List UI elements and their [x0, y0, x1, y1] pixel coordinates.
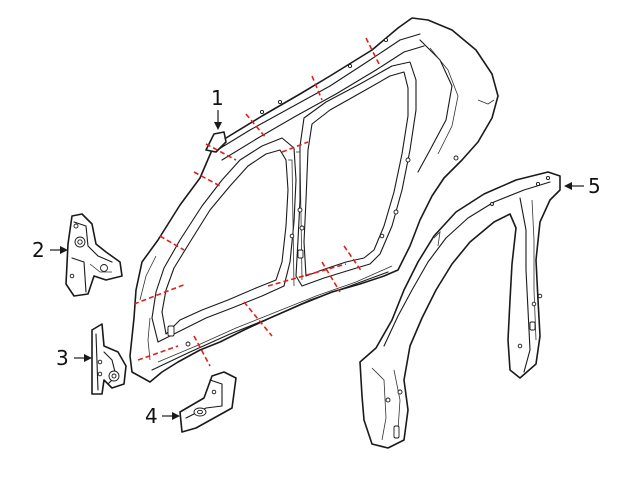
- cut-line: [245, 113, 267, 139]
- arrow-head-5: [564, 182, 572, 190]
- cut-line: [133, 283, 187, 305]
- cut-line: [311, 75, 323, 101]
- lower-bracket: [179, 371, 237, 433]
- callout-4: 4: [145, 404, 158, 428]
- arrow-head-3: [84, 354, 92, 362]
- body-side-panel: [129, 17, 499, 383]
- cut-line: [193, 171, 221, 187]
- arrow-head-4: [172, 412, 180, 420]
- callout-1: 1: [211, 86, 224, 110]
- cut-line: [205, 143, 237, 161]
- callout-2: 2: [32, 238, 45, 262]
- hinge-bracket: [65, 213, 123, 297]
- arrow-head-1: [214, 122, 222, 130]
- cut-line: [137, 345, 179, 361]
- callout-3: 3: [56, 346, 69, 370]
- cut-lines: [133, 37, 381, 367]
- cut-line: [321, 261, 341, 293]
- cut-line: [343, 245, 363, 273]
- rear-pillar-panel: [359, 171, 561, 449]
- arrow-head-2: [60, 246, 68, 254]
- callout-5: 5: [588, 174, 601, 198]
- cut-line: [193, 335, 211, 367]
- cut-line: [243, 301, 273, 337]
- cut-line: [281, 141, 309, 153]
- leader-lines: [50, 110, 584, 420]
- pillar-reinforcement: [91, 323, 127, 395]
- cut-line: [365, 37, 381, 67]
- cut-line: [267, 263, 347, 287]
- cut-line: [159, 235, 185, 251]
